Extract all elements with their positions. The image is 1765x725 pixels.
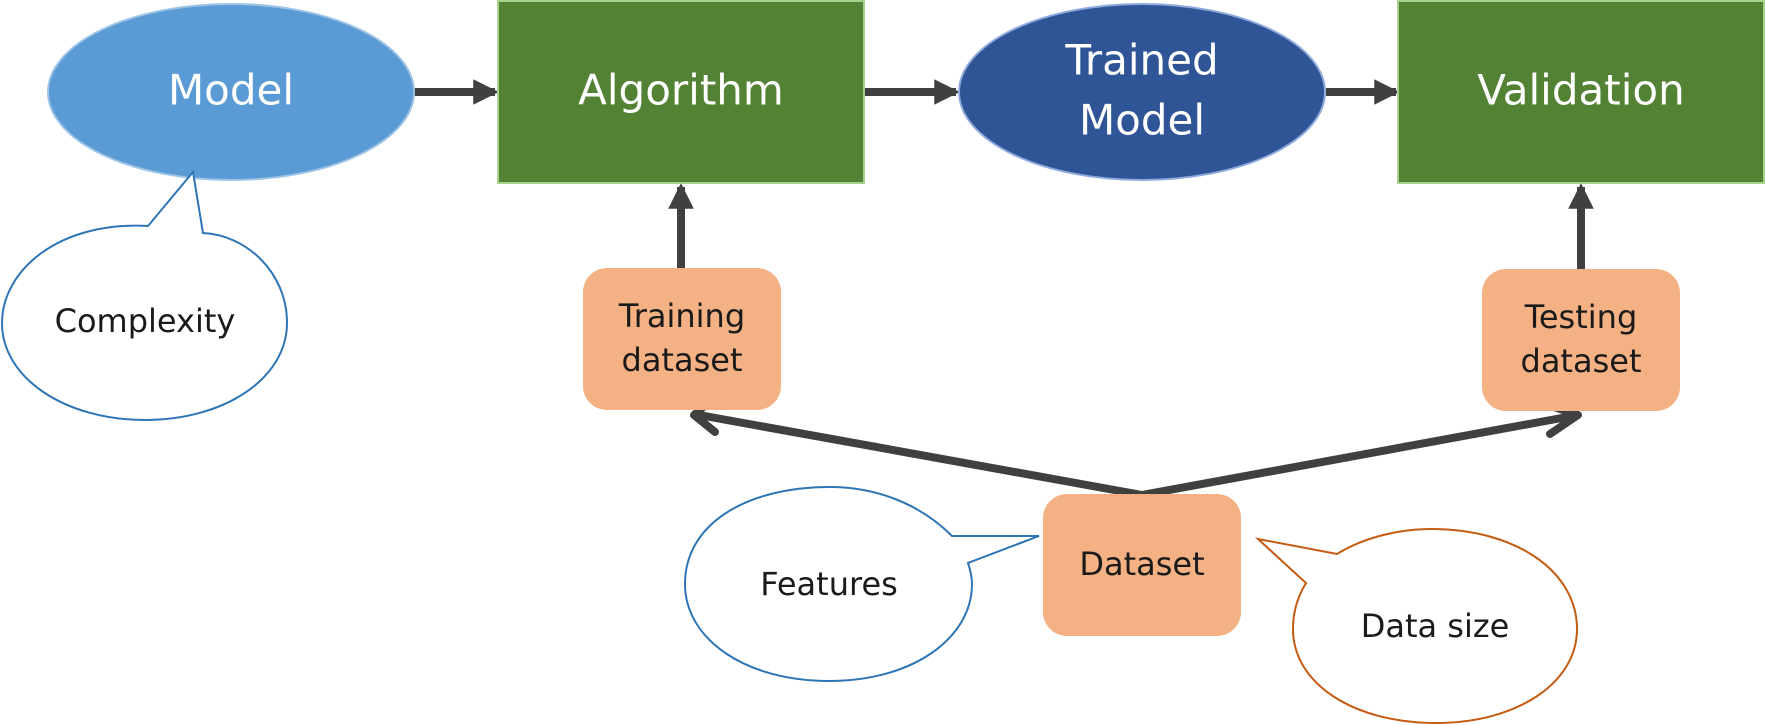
trained-model-node: Trained Model [958, 3, 1326, 181]
validation-node-shape [1397, 0, 1765, 184]
model-node-label: Model [168, 66, 294, 115]
features-callout: Features [683, 485, 1040, 683]
data-size-callout: Data size [1254, 527, 1579, 725]
trained-model-node-label-line1: Trained [1064, 36, 1218, 85]
data-size-callout-label: Data size [1361, 607, 1510, 645]
validation-node-label: Validation [1477, 66, 1684, 115]
complexity-callout-shape [0, 169, 289, 422]
dataset-node: Dataset [1043, 494, 1241, 636]
data-size-callout-shape [1254, 527, 1579, 725]
arrow-dataset-to-testing-dataset [1141, 411, 1579, 499]
testing-dataset-node: Testing dataset [1482, 269, 1680, 411]
algorithm-node-shape [497, 0, 865, 184]
testing-dataset-node-shape [1482, 269, 1680, 411]
trained-model-node-shape [958, 3, 1326, 181]
training-dataset-node-label-line1: Training [618, 297, 745, 335]
features-callout-label: Features [760, 565, 898, 603]
validation-node: Validation [1397, 0, 1765, 184]
complexity-callout: Complexity [0, 169, 289, 422]
complexity-callout-label: Complexity [55, 302, 236, 340]
trained-model-node-label-line2: Model [1079, 96, 1205, 145]
algorithm-node: Algorithm [497, 0, 865, 184]
dataset-node-label: Dataset [1079, 545, 1204, 583]
arrow-dataset-to-training-dataset [698, 411, 1143, 499]
training-dataset-node-label-line2: dataset [622, 341, 743, 379]
algorithm-node-label: Algorithm [578, 66, 784, 115]
training-dataset-node-shape [583, 268, 781, 410]
model-node-shape [47, 3, 415, 181]
testing-dataset-node-label-line1: Testing [1524, 298, 1638, 336]
testing-dataset-node-label-line2: dataset [1521, 342, 1642, 380]
training-dataset-node: Training dataset [583, 268, 781, 410]
dataset-node-shape [1043, 494, 1241, 636]
features-callout-shape [683, 485, 1040, 683]
model-node: Model [47, 3, 415, 181]
